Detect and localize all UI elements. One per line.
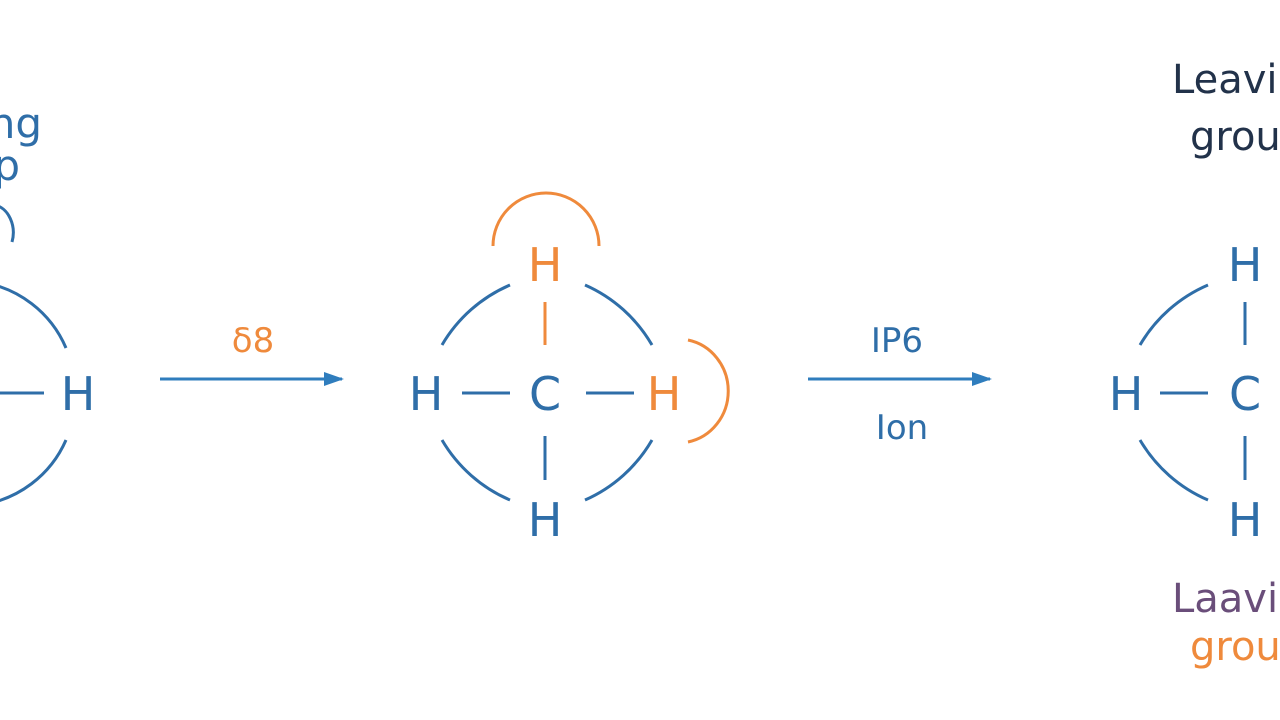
middle-arc-upper-right [584,283,654,346]
middle-atom-bottom-h: H [528,493,563,547]
middle-top-orange-arc [491,191,601,247]
right-atom-bottom-h: H [1228,493,1263,547]
right-top-label-line1: Leavi [1172,57,1278,103]
right-arc-upper-left [1138,283,1209,346]
middle-right-orange-arc [687,338,730,444]
arrow-1-label: ẟ8 [232,321,274,361]
middle-molecule: H H C H H [409,191,730,547]
middle-arc-lower-left [440,439,511,502]
right-atom-top-h: H [1228,238,1263,292]
left-lower-arc [0,439,68,502]
right-atom-center-c: C [1229,367,1261,421]
right-molecule: Leavi grou H H C H Laavi grou [1109,57,1280,670]
reaction-arrow-1: ẟ8 [160,321,344,386]
right-bottom-label-line1: Laavi [1172,576,1278,622]
right-atom-left-h: H [1109,367,1144,421]
arrow-2-label-top: IP6 [871,321,923,361]
left-fragment: ng p H [0,99,96,502]
right-bottom-label-line2: grou [1190,624,1280,670]
middle-atom-left-h: H [409,367,444,421]
arrow-2-label-bottom: Ion [876,408,928,448]
left-atom-h: H [61,367,96,421]
left-label-line2: p [0,141,20,190]
middle-atom-center-c: C [529,367,561,421]
left-label-line1: ng [0,99,42,148]
middle-arc-lower-right [584,439,654,502]
right-arc-lower-left [1138,439,1209,502]
right-top-label-line2: grou [1190,114,1280,160]
left-small-arc [0,205,15,243]
left-upper-arc [0,285,68,349]
middle-arc-upper-left [440,283,511,346]
middle-atom-right-h: H [647,367,682,421]
reaction-arrow-2: IP6 Ion [808,321,992,448]
middle-atom-top-h: H [528,238,563,292]
